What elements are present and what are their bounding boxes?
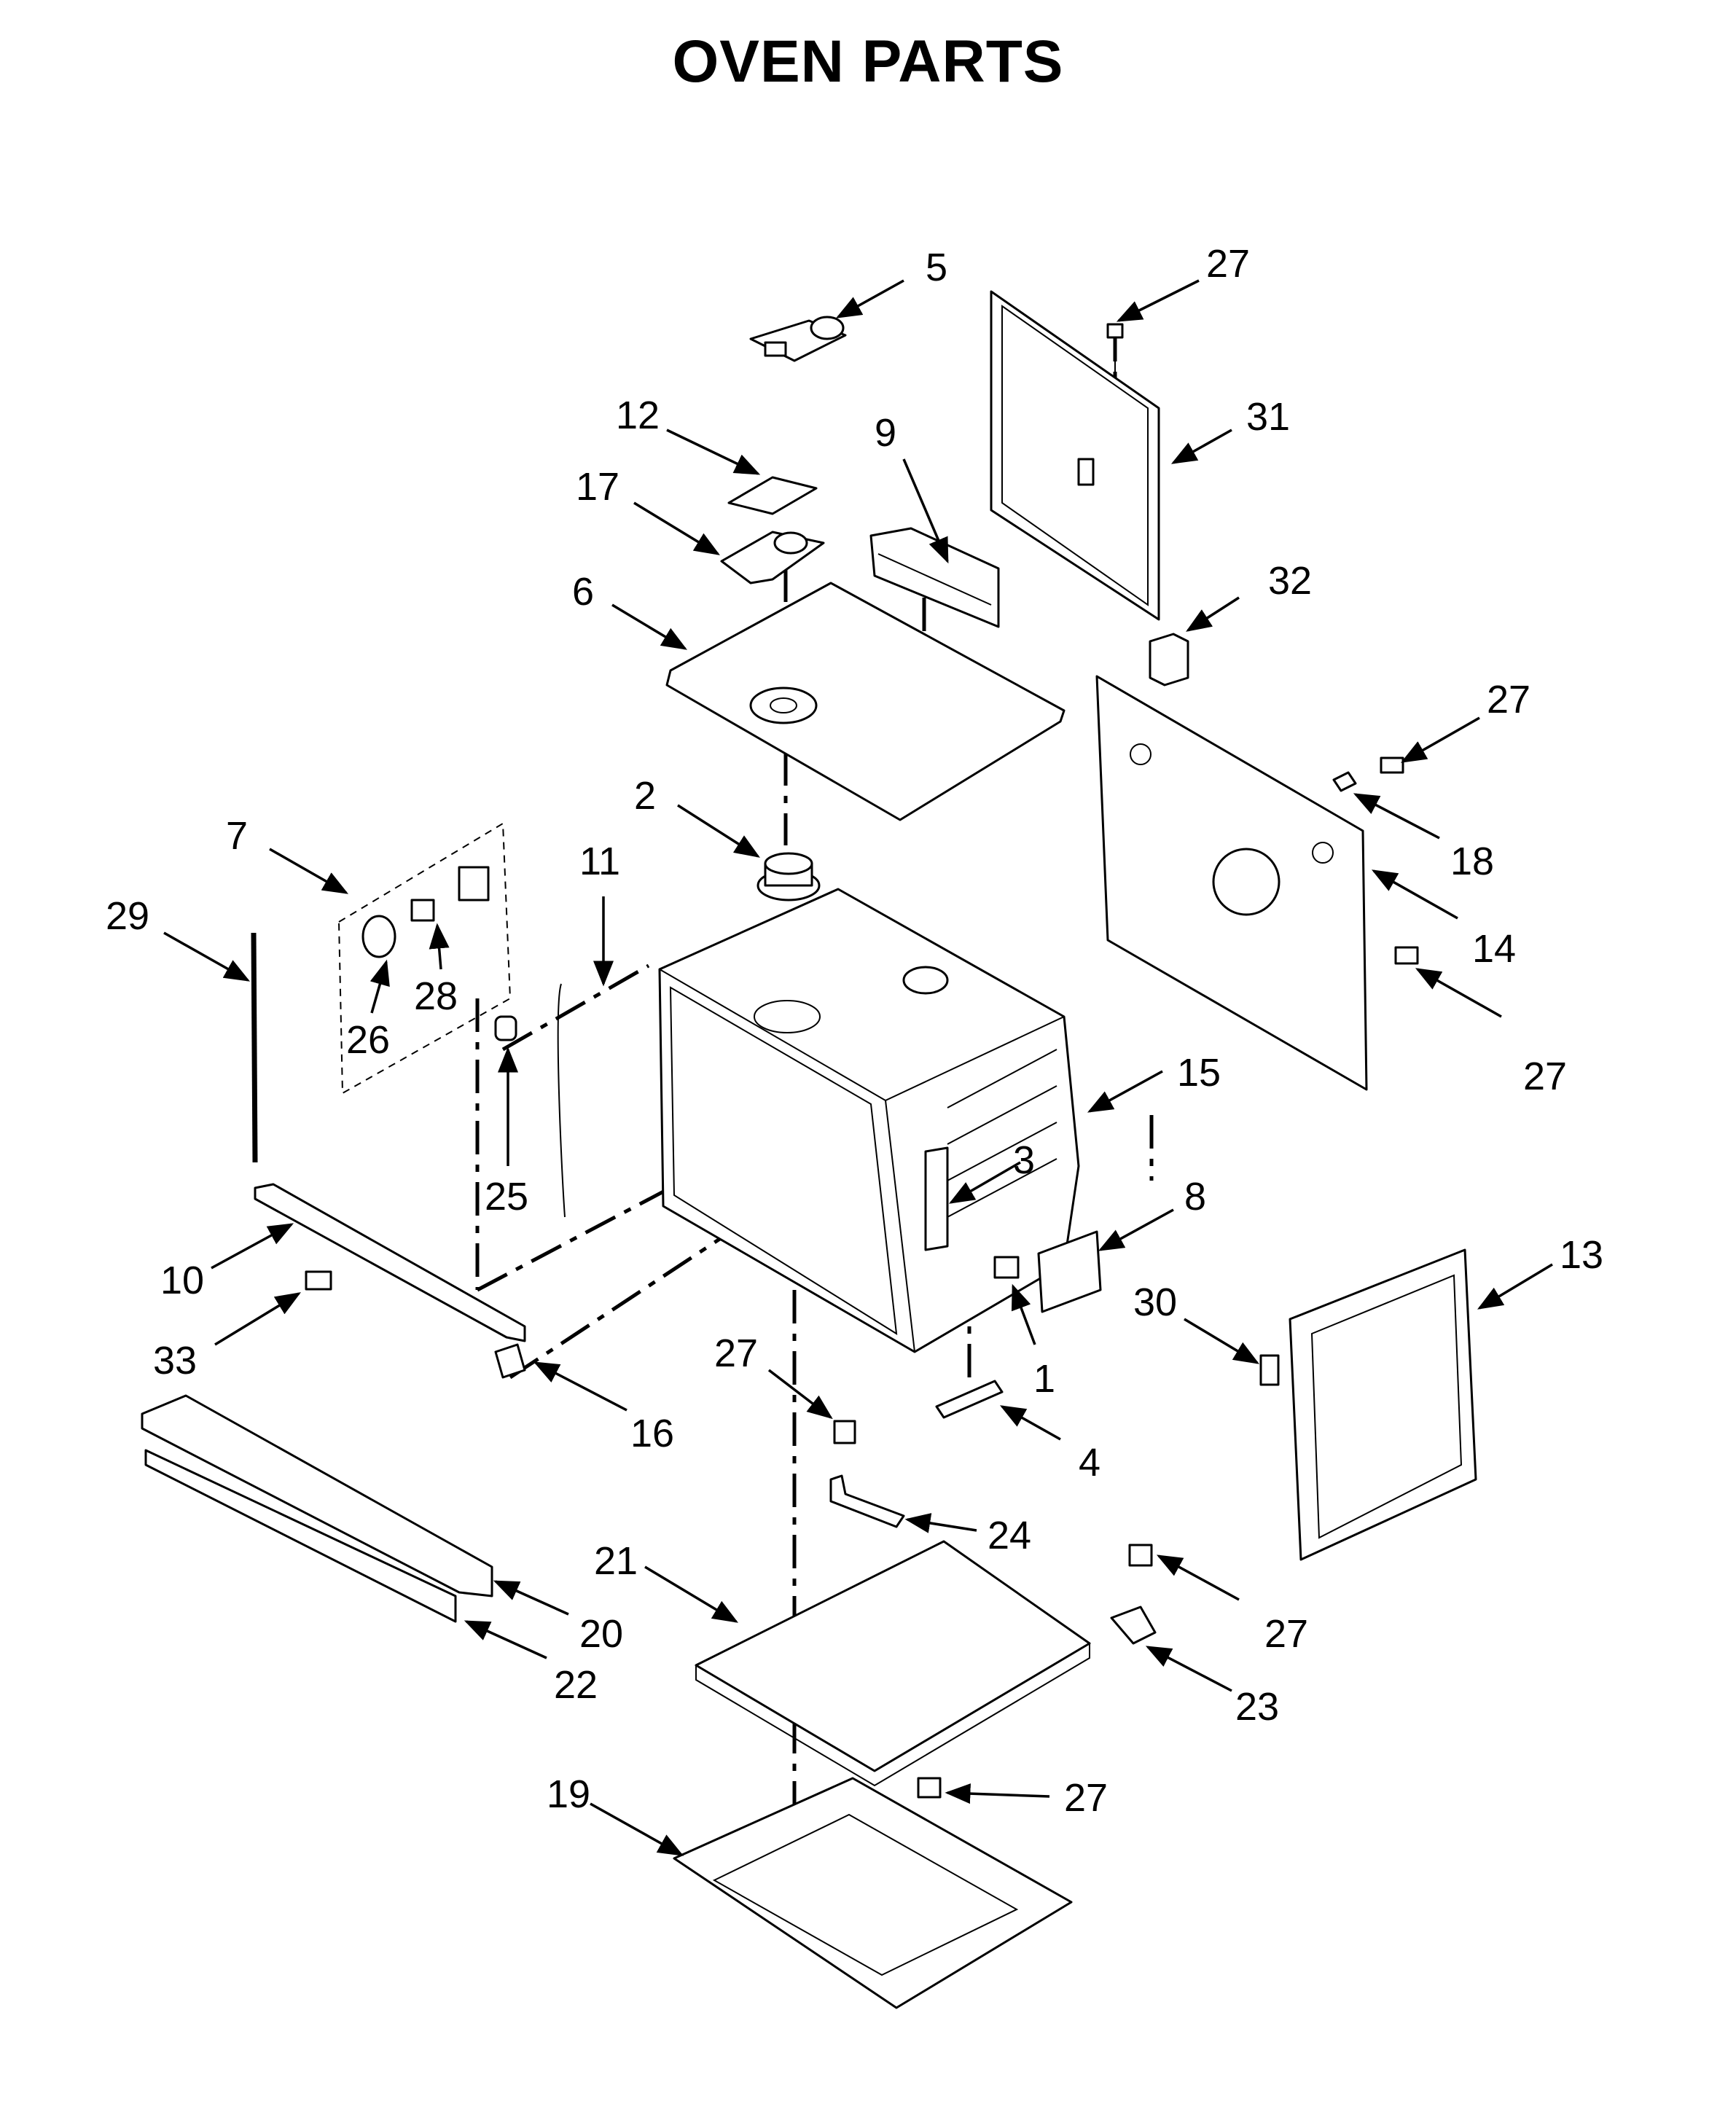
part-8-vent-grille xyxy=(1037,1230,1102,1313)
part-25-bumper xyxy=(494,1015,517,1041)
part-27-screw-a xyxy=(1380,756,1404,774)
callout-27-bottom: 27 xyxy=(1064,1776,1108,1820)
callout-26: 26 xyxy=(346,1018,390,1062)
part-14-back-panel xyxy=(1095,675,1368,1091)
part-16-sensor-probe xyxy=(494,1343,526,1379)
part-29-gasket-rod xyxy=(251,932,258,1163)
callout-27-right-mid: 27 xyxy=(1523,1055,1567,1098)
callout-17: 17 xyxy=(576,465,619,509)
callout-18: 18 xyxy=(1450,840,1494,883)
callout-12: 12 xyxy=(616,394,660,437)
part-22-kick-plate xyxy=(144,1449,457,1623)
callout-7: 7 xyxy=(226,814,248,858)
part-27-screw-e xyxy=(917,1777,942,1799)
part-31-rear-panel xyxy=(990,290,1160,621)
callout-19: 19 xyxy=(547,1772,590,1816)
callout-10: 10 xyxy=(160,1259,204,1302)
callout-22: 22 xyxy=(554,1663,598,1707)
callout-9: 9 xyxy=(875,411,896,455)
part-2-fan-assembly xyxy=(756,852,821,901)
part-21-bottom-panel xyxy=(695,1540,1091,1787)
part-6-top-panel xyxy=(665,582,1066,821)
part-27-screw-b xyxy=(1394,946,1419,965)
callout-1: 1 xyxy=(1033,1357,1055,1401)
callout-3: 3 xyxy=(1013,1138,1035,1182)
part-13-side-panel xyxy=(1289,1248,1477,1561)
part-20-lower-trim xyxy=(141,1394,493,1597)
part-10-trim-strip xyxy=(254,1183,526,1342)
part-33-screw xyxy=(305,1270,332,1291)
part-30-clip xyxy=(1259,1354,1280,1386)
callout-21: 21 xyxy=(594,1539,638,1583)
part-9-air-duct xyxy=(869,527,1000,628)
callout-27-top: 27 xyxy=(1206,242,1250,286)
callout-14: 14 xyxy=(1472,927,1516,971)
part-27-screw-c xyxy=(833,1420,856,1444)
callout-labels: 5 27 12 9 31 17 6 32 27 2 7 11 29 28 26 … xyxy=(106,242,1603,1820)
part-18-sensor xyxy=(1332,771,1357,792)
oven-cavity xyxy=(658,888,1080,1353)
leader-arrows xyxy=(163,279,1553,1856)
part-32-junction-box xyxy=(1149,633,1189,687)
callout-30: 30 xyxy=(1133,1280,1177,1324)
part-5-latch-assembly xyxy=(749,316,847,362)
callout-23: 23 xyxy=(1235,1685,1279,1729)
callout-16: 16 xyxy=(630,1412,674,1455)
part-19-base-panel xyxy=(673,1777,1073,2009)
part-11-wire xyxy=(557,983,566,1218)
callout-29: 29 xyxy=(106,894,149,938)
callout-11: 11 xyxy=(579,840,620,883)
page-title: OVEN PARTS xyxy=(672,28,1064,95)
callout-4: 4 xyxy=(1079,1441,1100,1485)
callout-8: 8 xyxy=(1184,1175,1206,1219)
part-23-bracket xyxy=(1110,1605,1157,1645)
part-24-bracket xyxy=(829,1474,905,1528)
callout-27-right-upper: 27 xyxy=(1487,678,1530,721)
callout-31: 31 xyxy=(1246,395,1290,439)
callout-33: 33 xyxy=(153,1339,197,1382)
callout-5: 5 xyxy=(926,246,947,289)
callout-24: 24 xyxy=(988,1514,1031,1557)
callout-27-lower-right: 27 xyxy=(1264,1612,1308,1656)
callout-6: 6 xyxy=(572,570,594,614)
callout-2: 2 xyxy=(634,774,656,818)
callout-28: 28 xyxy=(414,974,458,1018)
callout-27-center: 27 xyxy=(714,1331,758,1375)
callout-13: 13 xyxy=(1560,1233,1603,1277)
part-17-mount-bracket xyxy=(720,531,825,584)
callout-15: 15 xyxy=(1177,1051,1221,1095)
part-3-side-bracket xyxy=(924,1146,949,1251)
callout-32: 32 xyxy=(1268,559,1312,603)
part-12-bracket xyxy=(727,476,818,515)
callout-20: 20 xyxy=(579,1612,623,1656)
callout-25: 25 xyxy=(485,1175,528,1219)
part-7-light-assembly xyxy=(337,822,512,1095)
part-4-bracket xyxy=(935,1380,1004,1419)
part-27-screw-d xyxy=(1128,1544,1153,1567)
part-1-screw xyxy=(993,1256,1020,1279)
